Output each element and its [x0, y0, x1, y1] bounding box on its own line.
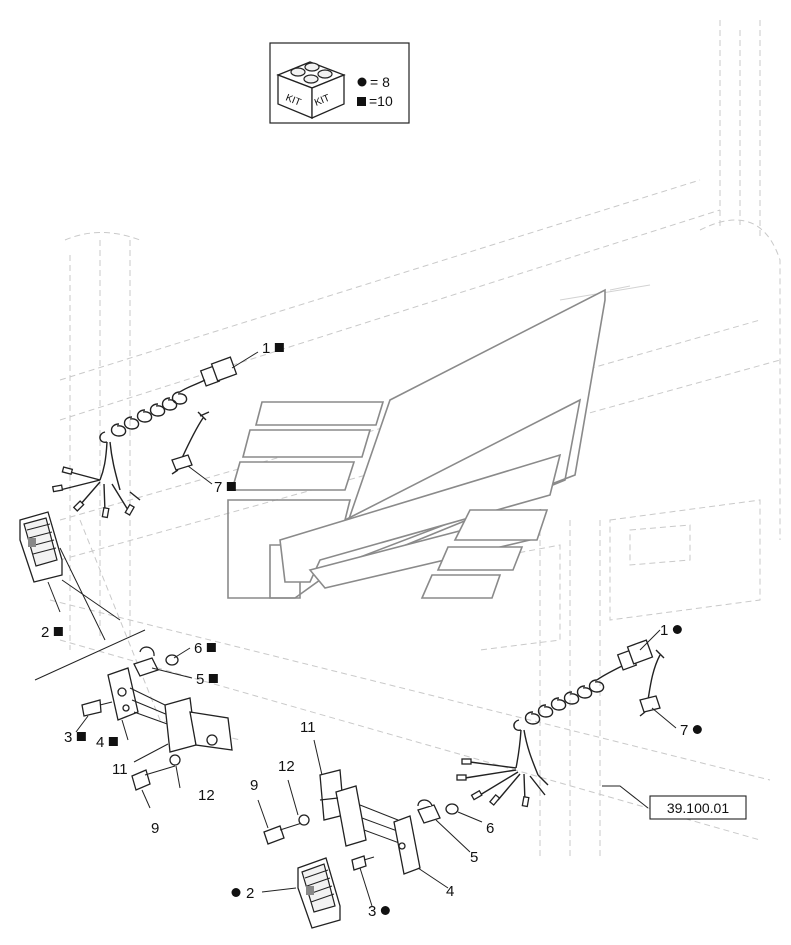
kit-label-left: KIT [284, 93, 303, 109]
callout-c4-b: 4 [446, 883, 454, 900]
square-marker-icon [76, 732, 86, 741]
square-bullet-icon [357, 97, 366, 106]
callout-number: 11 [300, 719, 316, 736]
kit-label-right: KIT [313, 93, 332, 109]
callout-number: 6 [194, 640, 202, 657]
callout-c1-ci: 1 [660, 622, 682, 639]
callout-number: 12 [278, 758, 295, 775]
section-reference-box: 39.100.01 [649, 795, 747, 820]
circle-marker-icon [380, 906, 390, 915]
callout-c11-b: 11 [300, 719, 316, 736]
callout-c1-sq: 1 [262, 340, 284, 357]
sensor-lower [639, 649, 665, 717]
square-marker-icon [108, 737, 118, 746]
callout-c2-sq: 2 [41, 624, 63, 641]
callout-number: 4 [96, 734, 104, 751]
side-lamp-lower [297, 857, 341, 929]
side-lamp-left [19, 511, 63, 583]
callout-c5-b: 5 [470, 849, 478, 866]
callout-c12-a: 12 [198, 787, 215, 804]
circle-marker-icon [692, 725, 702, 734]
square-marker-icon [208, 674, 218, 683]
callout-c2-ci: 2 [231, 885, 254, 902]
callout-c5-sq: 5 [196, 671, 218, 688]
callout-c9-b: 9 [250, 777, 258, 794]
callout-number: 11 [112, 761, 128, 778]
square-marker-icon [226, 482, 236, 491]
callout-c3-ci: 3 [368, 903, 390, 920]
wiring-harness-upper [51, 356, 238, 519]
kit-square-qty: =10 [369, 93, 393, 109]
callout-number: 7 [214, 479, 222, 496]
callout-number: 1 [262, 340, 270, 357]
circle-marker-icon [231, 888, 241, 897]
callout-number: 5 [470, 849, 478, 866]
square-marker-icon [206, 643, 216, 652]
callout-number: 3 [64, 729, 72, 746]
callout-c3-sq: 3 [64, 729, 86, 746]
callout-c11-a: 11 [112, 761, 128, 778]
square-marker-icon [53, 627, 63, 636]
callout-number: 2 [246, 885, 254, 902]
callout-number: 9 [151, 820, 159, 837]
callout-c6-b: 6 [486, 820, 494, 837]
bracket-assembly-lower [263, 769, 459, 875]
callout-number: 4 [446, 883, 454, 900]
callout-leaders [47, 351, 677, 907]
kit-box-icon: KIT KIT [276, 61, 346, 119]
wiring-harness-lower [456, 639, 654, 808]
section-reference-label: 39.100.01 [667, 800, 729, 816]
square-marker-icon [274, 343, 284, 352]
callout-c6-sq: 6 [194, 640, 216, 657]
kit-legend-box: KIT KIT = 8 =10 [269, 42, 410, 124]
circle-marker-icon [672, 625, 682, 634]
callout-number: 9 [250, 777, 258, 794]
callout-number: 3 [368, 903, 376, 920]
callout-number: 1 [660, 622, 668, 639]
callout-number: 6 [486, 820, 494, 837]
callout-c7-ci: 7 [680, 722, 702, 739]
callout-c7-sq: 7 [214, 479, 236, 496]
circle-bullet-icon [357, 77, 367, 87]
callout-number: 7 [680, 722, 688, 739]
sensor-upper [171, 411, 210, 475]
callout-c9-a: 9 [151, 820, 159, 837]
kit-circle-qty: = 8 [370, 74, 390, 90]
callout-number: 2 [41, 624, 49, 641]
watermark-emblem [227, 288, 606, 599]
bracket-assembly-left [81, 646, 233, 791]
callout-number: 5 [196, 671, 204, 688]
callout-c12-b: 12 [278, 758, 295, 775]
callout-c4-sq: 4 [96, 734, 118, 751]
callout-number: 12 [198, 787, 215, 804]
